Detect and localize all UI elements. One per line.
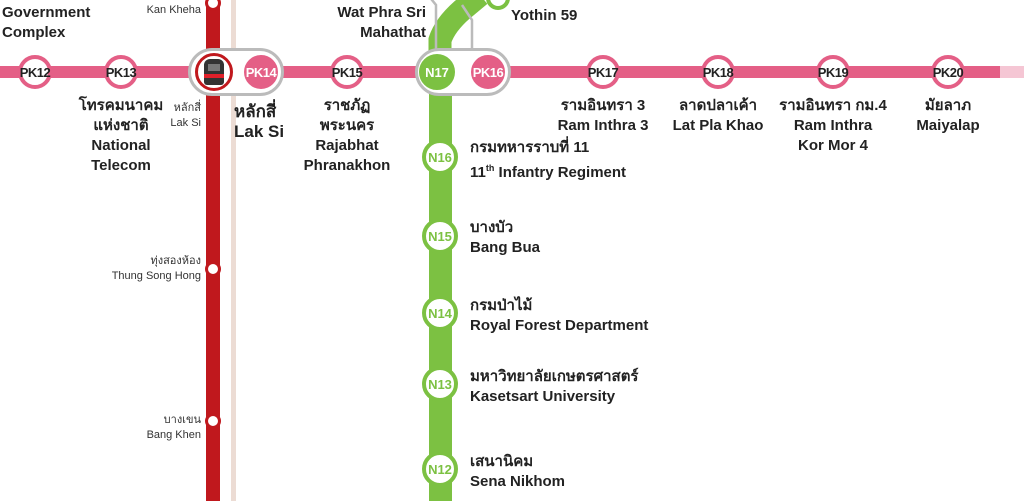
label-en-2: Telecom bbox=[91, 157, 151, 174]
label-en: Sena Nikhom bbox=[470, 473, 566, 490]
label-en: Ram Inthra 3 bbox=[557, 117, 649, 134]
station-pk14[interactable]: PK14 bbox=[244, 55, 278, 89]
label-th-1: โทรคมนาคม bbox=[78, 97, 164, 114]
station-pk20[interactable]: PK20 bbox=[931, 55, 965, 89]
red-station-bang-khen[interactable] bbox=[205, 413, 221, 429]
label-n16: กรมทหารราบที่ 11 11th Infantry Regiment bbox=[470, 138, 626, 183]
label-th-2: แห่งชาติ bbox=[93, 117, 149, 134]
label-th: บางบัว bbox=[470, 219, 514, 236]
label-en: Thung Song Hong bbox=[111, 270, 201, 282]
label-th: เสนานิคม bbox=[470, 453, 534, 470]
red-label-thung-song-hong: ทุ่งสองห้อง Thung Song Hong bbox=[112, 254, 201, 284]
station-pk19[interactable]: PK19 bbox=[816, 55, 850, 89]
label-en-2: Kor Mor 4 bbox=[797, 137, 868, 154]
label-yothin-59: Yothin 59 bbox=[511, 7, 578, 24]
label-th: มัยลาภ bbox=[924, 97, 972, 114]
station-n16[interactable]: N16 bbox=[422, 139, 458, 175]
red-label-bang-khen: บางเขน Bang Khen bbox=[147, 413, 201, 443]
label-th: ลาดปลาเค้า bbox=[678, 97, 758, 114]
label-n14: กรมป่าไม้ Royal Forest Department bbox=[470, 296, 648, 336]
label-en: Lak Si bbox=[170, 117, 201, 129]
label-en-2: Phranakhon bbox=[303, 157, 391, 174]
label-n12: เสนานิคม Sena Nikhom bbox=[470, 452, 565, 492]
label-th: รามอินทรา กม.4 bbox=[779, 97, 887, 114]
red-line-train-icon[interactable] bbox=[195, 53, 233, 91]
label-th: หลักสี่ bbox=[234, 102, 277, 121]
pale-line bbox=[231, 0, 236, 501]
label-en-1: Wat Phra Sri bbox=[337, 4, 426, 21]
label-pk12: Government Complex bbox=[2, 4, 91, 41]
station-pk16[interactable]: PK16 bbox=[471, 55, 505, 89]
label-th: มหาวิทยาลัยเกษตรศาสตร์ bbox=[470, 368, 639, 385]
label-n13: มหาวิทยาลัยเกษตรศาสตร์ Kasetsart Universi… bbox=[470, 367, 639, 407]
label-en: Royal Forest Department bbox=[470, 317, 649, 334]
red-station-thung-song-hong[interactable] bbox=[205, 261, 221, 277]
label-th: บางเขน bbox=[163, 414, 201, 426]
red-label-lak-si: หลักสี่ Lak Si bbox=[170, 101, 201, 131]
label-th: กรมทหารราบที่ 11 bbox=[470, 139, 590, 156]
station-n15[interactable]: N15 bbox=[422, 218, 458, 254]
station-pk18[interactable]: PK18 bbox=[701, 55, 735, 89]
label-en-1: Ram Inthra bbox=[793, 117, 873, 134]
label-en: Kasetsart University bbox=[470, 388, 616, 405]
red-label-kan-kheha: Kan Kheha bbox=[146, 4, 201, 16]
station-pk15[interactable]: PK15 bbox=[330, 55, 364, 89]
pink-line-extension bbox=[1000, 66, 1024, 78]
station-n14[interactable]: N14 bbox=[422, 295, 458, 331]
label-en: Lat Pla Khao bbox=[672, 117, 764, 134]
label-en: Bang Khen bbox=[146, 429, 201, 441]
red-line bbox=[206, 0, 220, 501]
label-en-sup: th bbox=[485, 163, 495, 173]
label-th-1: ราชภัฏ bbox=[323, 97, 371, 114]
red-station-kan-kheha[interactable] bbox=[205, 0, 221, 11]
label-en-2: Mahathat bbox=[360, 24, 426, 41]
station-pk12[interactable]: PK12 bbox=[18, 55, 52, 89]
station-n12[interactable]: N12 bbox=[422, 451, 458, 487]
label-pk20: มัยลาภ Maiyalap bbox=[916, 96, 979, 136]
label-th: หลักสี่ bbox=[173, 102, 201, 114]
label-th: รามอินทรา 3 bbox=[560, 97, 646, 114]
station-pk13[interactable]: PK13 bbox=[104, 55, 138, 89]
label-pk17: รามอินทรา 3 Ram Inthra 3 bbox=[558, 96, 649, 136]
label-pk14: หลักสี่Lak Si bbox=[234, 102, 284, 142]
label-n15: บางบัว Bang Bua bbox=[470, 218, 540, 258]
label-en: Bang Bua bbox=[470, 239, 541, 256]
label-en-text: Infantry Regiment bbox=[494, 164, 627, 181]
label-th-2: พระนคร bbox=[319, 117, 375, 134]
label-pk18: ลาดปลาเค้า Lat Pla Khao bbox=[673, 96, 764, 136]
label-en: 11th Infantry Regiment bbox=[470, 158, 626, 183]
label-en-num: 11 bbox=[470, 164, 486, 181]
label-en-1: National bbox=[91, 137, 151, 154]
label-en: Maiyalap bbox=[916, 117, 980, 134]
station-n17[interactable]: N17 bbox=[419, 54, 455, 90]
label-en-1: Rajabhat bbox=[315, 137, 379, 154]
label-en: Lak Si bbox=[234, 122, 285, 141]
station-n13[interactable]: N13 bbox=[422, 366, 458, 402]
label-th: กรมป่าไม้ bbox=[470, 297, 533, 314]
label-th: ทุ่งสองห้อง bbox=[150, 255, 201, 267]
station-pk17[interactable]: PK17 bbox=[586, 55, 620, 89]
